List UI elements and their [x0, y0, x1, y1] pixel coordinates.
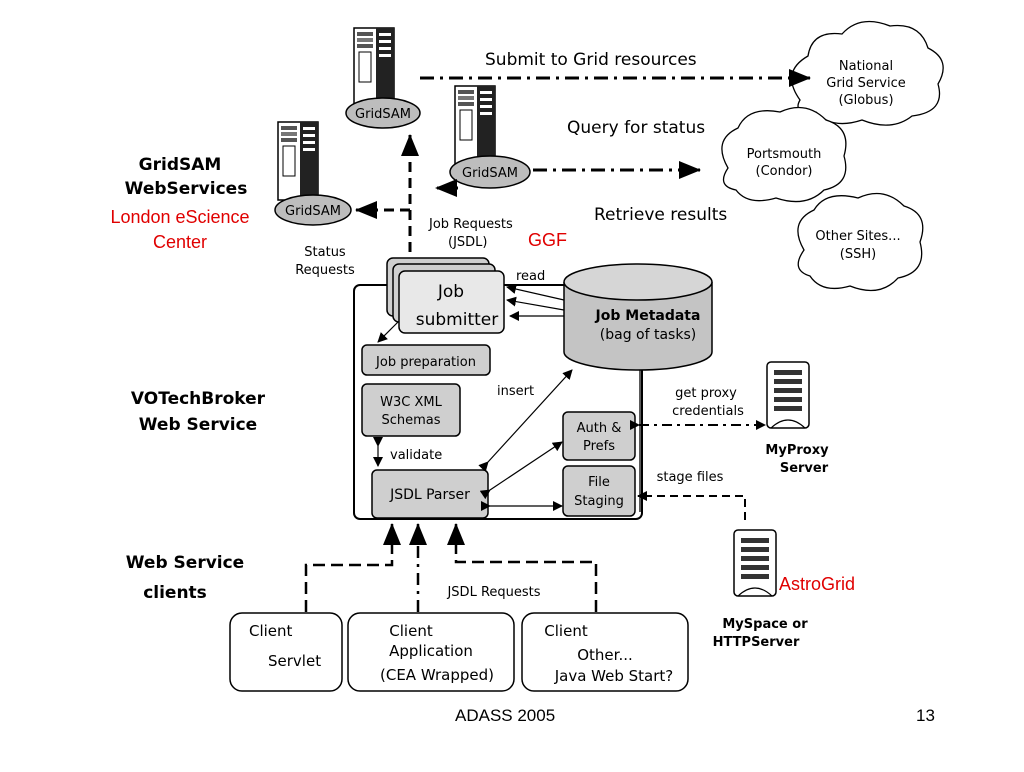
read-label: read — [516, 269, 545, 284]
svg-text:(SSH): (SSH) — [840, 247, 876, 262]
w3c-schemas-box[interactable]: W3C XML Schemas — [361, 383, 461, 437]
svg-text:submitter: submitter — [416, 310, 499, 330]
gridsam-title: GridSAM — [139, 155, 222, 175]
svg-text:Grid Service: Grid Service — [826, 76, 905, 91]
credentials-label: credentials — [672, 404, 744, 419]
svg-text:Staging: Staging — [574, 494, 624, 509]
status-label: Status — [304, 245, 346, 260]
jsdl-requests-label: JSDL Requests — [446, 585, 540, 600]
prep-arrow — [377, 321, 399, 343]
gridsam-label: GridSAM — [355, 107, 411, 122]
svg-text:Other...: Other... — [577, 646, 633, 664]
client-application-box[interactable]: Client Application (CEA Wrapped) — [347, 612, 515, 692]
jsdl-parser-box[interactable]: JSDL Parser — [371, 469, 489, 519]
ggf-label: GGF — [528, 230, 567, 250]
svg-text:Java Web Start?: Java Web Start? — [554, 667, 674, 685]
svg-text:Auth &: Auth & — [577, 421, 622, 436]
footer-page-number: 13 — [916, 706, 935, 725]
server-rack-icon — [766, 361, 810, 429]
server-tower-icon — [353, 27, 395, 107]
webservices-title: WebServices — [125, 179, 248, 199]
retrieve-label: Retrieve results — [594, 205, 727, 225]
svg-text:Server: Server — [780, 461, 829, 476]
svg-text:Client: Client — [389, 622, 433, 640]
svg-text:W3C XML: W3C XML — [380, 395, 442, 410]
query-label: Query for status — [567, 118, 705, 138]
client-other-box[interactable]: Client Other... Java Web Start? — [521, 612, 689, 692]
svg-text:Job Metadata: Job Metadata — [595, 308, 701, 324]
svg-text:Job: Job — [437, 282, 464, 302]
svg-text:(bag of tasks): (bag of tasks) — [600, 327, 696, 343]
svg-text:(Condor): (Condor) — [756, 164, 813, 179]
parser-auth-arrow — [479, 441, 563, 500]
job-preparation-box[interactable]: Job preparation — [361, 344, 491, 376]
svg-text:Schemas: Schemas — [381, 413, 440, 428]
cloud-other-sites: Other Sites... (SSH) — [797, 192, 924, 292]
validate-label: validate — [390, 448, 442, 463]
read-arrow-2 — [506, 296, 565, 311]
svg-text:Portsmouth: Portsmouth — [747, 147, 822, 162]
cloud-national-grid: National Grid Service (Globus) — [791, 20, 944, 126]
cloud-portsmouth: Portsmouth (Condor) — [721, 106, 847, 203]
center-label: Center — [153, 232, 207, 252]
svg-text:JSDL Parser: JSDL Parser — [389, 487, 470, 503]
servlet-client-arrow — [304, 523, 401, 612]
ws-clients-title-1: Web Service — [126, 553, 244, 573]
database-cylinder-icon — [563, 282, 713, 371]
stage-files-arrow — [637, 491, 746, 520]
job-metadata-db[interactable]: Job Metadata (bag of tasks) — [563, 263, 713, 371]
gridsam-label: GridSAM — [462, 166, 518, 181]
svg-text:File: File — [588, 475, 610, 490]
cloud-icon — [797, 192, 924, 292]
job-requests-label: Job Requests — [428, 217, 513, 232]
svg-text:Client: Client — [544, 622, 588, 640]
read-arrow-1 — [506, 284, 565, 301]
svg-text:Job preparation: Job preparation — [375, 355, 476, 370]
web-service-title: Web Service — [139, 415, 257, 435]
gridsam-node-middle: GridSAM — [449, 85, 531, 189]
svg-text:MySpace or: MySpace or — [722, 617, 808, 632]
myproxy-server: MyProxy Server — [765, 361, 829, 476]
myspace-server: MySpace or HTTPServer — [713, 529, 808, 650]
job-submitter[interactable]: Job submitter — [386, 257, 505, 334]
cloud-icon — [721, 106, 847, 203]
gridsam-label: GridSAM — [285, 204, 341, 219]
stage-files-label: stage files — [657, 470, 724, 485]
requests-label: Requests — [295, 263, 355, 278]
svg-text:Other Sites...: Other Sites... — [815, 229, 900, 244]
other-client-arrow — [447, 523, 598, 612]
svg-text:Prefs: Prefs — [583, 439, 615, 454]
svg-text:MyProxy: MyProxy — [765, 443, 829, 458]
svg-text:(Globus): (Globus) — [838, 93, 893, 108]
svg-text:Client: Client — [249, 622, 293, 640]
server-rack-icon — [733, 529, 777, 597]
svg-text:Servlet: Servlet — [268, 652, 321, 670]
file-staging-box[interactable]: File Staging — [562, 465, 636, 517]
get-proxy-label: get proxy — [675, 386, 737, 401]
footer-conference: ADASS 2005 — [455, 706, 556, 725]
london-escience-label: London eScience — [110, 207, 249, 227]
svg-text:National: National — [839, 59, 893, 74]
svg-text:(CEA Wrapped): (CEA Wrapped) — [380, 666, 494, 684]
auth-prefs-box[interactable]: Auth & Prefs — [562, 411, 636, 461]
astrogrid-label: AstroGrid — [779, 574, 855, 594]
submit-label: Submit to Grid resources — [485, 50, 697, 70]
gridsam-node-left: GridSAM — [274, 121, 352, 226]
server-tower-icon — [454, 85, 496, 165]
server-tower-icon — [277, 121, 319, 201]
ws-clients-title-2: clients — [143, 583, 207, 603]
gridsam-node-top: GridSAM — [345, 27, 421, 129]
cloud-icon — [791, 20, 944, 126]
svg-text:HTTPServer: HTTPServer — [713, 635, 800, 650]
jsdl-label: (JSDL) — [448, 235, 487, 250]
svg-text:Application: Application — [389, 642, 473, 660]
votechbroker-title: VOTechBroker — [131, 389, 266, 409]
insert-label: insert — [497, 384, 534, 399]
client-servlet-box[interactable]: Client Servlet — [229, 612, 343, 692]
